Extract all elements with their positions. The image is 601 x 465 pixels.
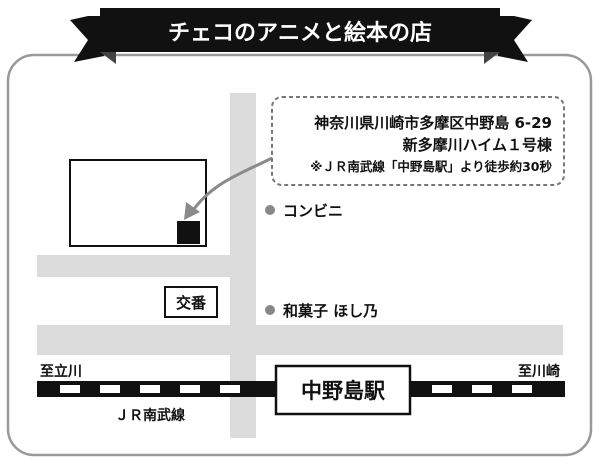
- railway-track-segment: [140, 385, 160, 393]
- railway-track-segment: [100, 385, 120, 393]
- direction-right-label: 至川崎: [518, 363, 560, 380]
- address-line-3: ※ＪＲ南武線「中野島駅」より徒歩約30秒: [310, 159, 552, 174]
- direction-left-label: 至立川: [40, 363, 82, 380]
- koban-label: 交番: [176, 294, 207, 312]
- railway-track-segment: [180, 385, 200, 393]
- convenience-store-label: コンビニ: [283, 202, 343, 220]
- road-horizontal-upper: [37, 255, 243, 277]
- shop-pointer-arrowhead: [184, 202, 200, 220]
- railway-track-segment: [512, 385, 532, 393]
- railway-line-label: ＪＲ南武線: [115, 407, 185, 424]
- shop-pointer-arrow: [190, 156, 273, 213]
- address-line-2: 新多摩川ハイム１号棟: [403, 136, 553, 154]
- koban-box: [164, 286, 218, 318]
- map-title: チェコのアニメと絵本の店: [168, 20, 432, 46]
- sweets-shop-label: 和菓子 ほし乃: [283, 302, 378, 320]
- sweets-shop-dot: [265, 305, 275, 315]
- road-horizontal-lower: [37, 325, 563, 355]
- station-name: 中野島駅: [301, 379, 386, 403]
- railway-track-segment: [60, 385, 80, 393]
- title-banner: チェコのアニメと絵本の店: [70, 8, 532, 64]
- address-box: [271, 96, 565, 186]
- railway-track: [37, 381, 565, 397]
- railway-track-segment: [220, 385, 240, 393]
- railway-track-segment: [432, 385, 452, 393]
- railway-track-segment: [472, 385, 492, 393]
- shop-marker: [177, 221, 200, 244]
- convenience-store-dot: [265, 205, 275, 215]
- address-line-1: 神奈川県川崎市多摩区中野島 6-29: [314, 114, 552, 132]
- station-box: [274, 364, 412, 416]
